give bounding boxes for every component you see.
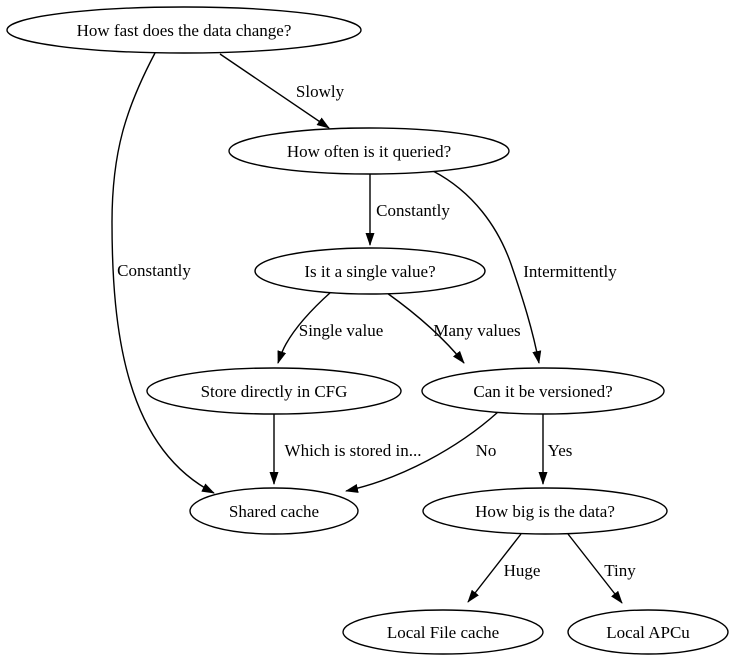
- node-store-directly-cfg: [146, 367, 402, 415]
- edge-huge: [467, 533, 522, 603]
- edge-label-which-is-stored-in: Which is stored in...: [285, 441, 422, 460]
- edge-intermittently: [432, 170, 542, 364]
- edge-label-many-values: Many values: [433, 321, 520, 340]
- edge-label-slowly: Slowly: [296, 82, 345, 101]
- edge-label-huge: Huge: [504, 561, 541, 580]
- node-how-big-data: [422, 487, 668, 535]
- edge-label-intermittently: Intermittently: [523, 262, 617, 281]
- node-how-often-queried: [228, 127, 510, 175]
- node-local-file-cache: [342, 609, 544, 655]
- node-label-shared-cache: Shared cache: [229, 502, 319, 521]
- edge-tiny: [567, 533, 623, 604]
- node-label-how-fast-data-change: How fast does the data change?: [77, 21, 292, 40]
- edge-constantly-to-shared: [111, 52, 215, 494]
- edge-label-tiny: Tiny: [604, 561, 636, 580]
- edges-layer: SlowlyConstantlyConstantlyIntermittently…: [111, 52, 636, 604]
- edge-label-constantly-to-single: Constantly: [376, 201, 450, 220]
- edge-label-yes: Yes: [548, 441, 573, 460]
- node-label-local-apcu: Local APCu: [606, 623, 690, 642]
- edge-label-single-value: Single value: [299, 321, 384, 340]
- edge-many-values: [386, 292, 465, 364]
- edge-single-value: [277, 291, 332, 364]
- node-label-store-directly-cfg: Store directly in CFG: [201, 382, 348, 401]
- edge-label-no: No: [476, 441, 497, 460]
- node-label-local-file-cache: Local File cache: [387, 623, 499, 642]
- node-local-apcu: [567, 609, 729, 655]
- node-can-be-versioned: [421, 367, 665, 415]
- node-label-can-be-versioned: Can it be versioned?: [473, 382, 612, 401]
- edge-label-constantly-to-shared: Constantly: [117, 261, 191, 280]
- node-how-fast-data-change: [6, 6, 362, 54]
- node-label-how-often-queried: How often is it queried?: [287, 142, 451, 161]
- edge-slowly: [219, 53, 330, 129]
- edge-no: [345, 411, 499, 493]
- node-is-single-value: [254, 247, 486, 295]
- node-label-is-single-value: Is it a single value?: [304, 262, 435, 281]
- node-shared-cache: [189, 487, 359, 535]
- nodes-layer: How fast does the data change? How often …: [6, 6, 729, 655]
- node-label-how-big-data: How big is the data?: [475, 502, 615, 521]
